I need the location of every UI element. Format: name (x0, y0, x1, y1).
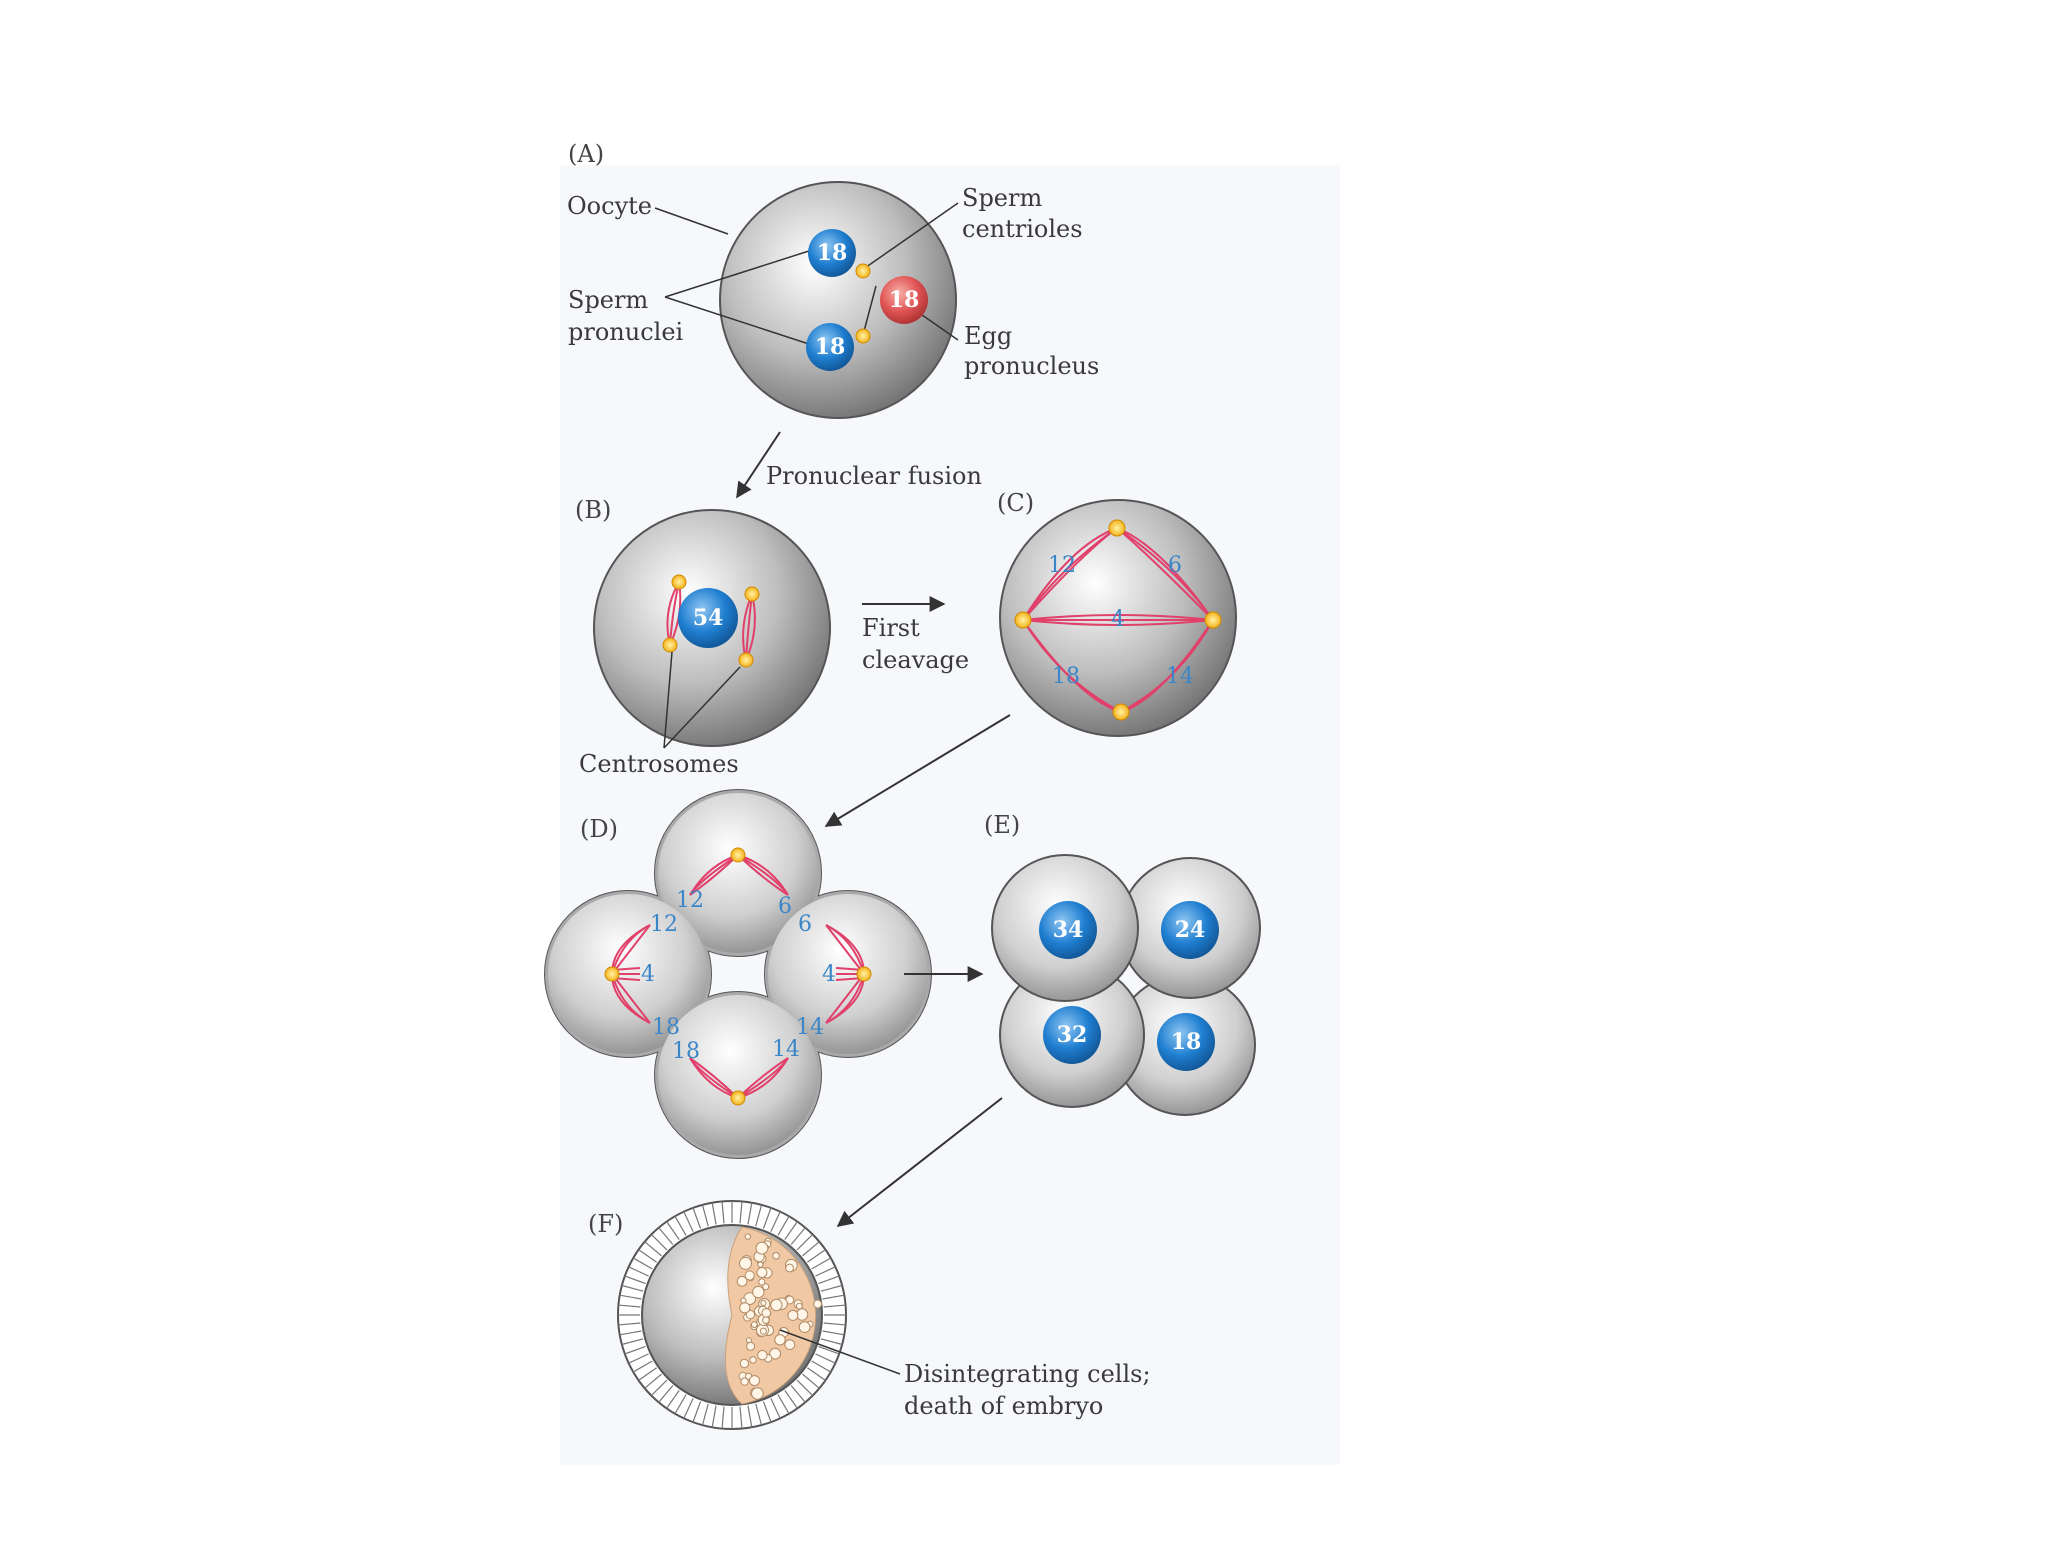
lobe-count-14b: 14 (772, 1037, 800, 1062)
debris-particle (745, 1271, 754, 1280)
blastomere-count-24: 24 (1175, 917, 1206, 943)
disintegration-caption-line1: Disintegrating cells; (904, 1360, 1151, 1388)
blastomere-count-32: 32 (1057, 1022, 1088, 1048)
spindle-count-12: 12 (1048, 553, 1076, 578)
pole-right (1205, 612, 1221, 628)
debris-particle (753, 1286, 764, 1297)
pole-left (1015, 612, 1031, 628)
debris-particle (788, 1310, 798, 1320)
panel-a-label: (A) (568, 140, 604, 168)
spindle-count-4: 4 (1111, 607, 1125, 632)
centrosome-1 (672, 575, 686, 589)
pole-bottom (1113, 704, 1129, 720)
egg-pronucleus-count: 18 (889, 287, 920, 313)
lobe-count-4a: 4 (641, 962, 655, 987)
lobe-pole-right (857, 967, 871, 981)
pole-top (1109, 520, 1125, 536)
lobe-pole-top (731, 848, 745, 862)
sperm-pronucleus-1-count: 18 (817, 240, 848, 266)
debris-particle (773, 1253, 780, 1260)
pronuclear-fusion-label: Pronuclear fusion (766, 462, 982, 490)
panel-f-label: (F) (588, 1210, 623, 1238)
debris-particle (760, 1328, 766, 1334)
debris-particle (740, 1257, 752, 1269)
debris-particle (814, 1300, 822, 1308)
egg-pronucleus-label-line1: Egg (964, 322, 1012, 350)
lobe-pole-left (605, 967, 619, 981)
debris-particle (751, 1322, 757, 1328)
panel-b-label: (B) (575, 496, 611, 524)
panel-c-label: (C) (997, 489, 1034, 517)
panel-d-label: (D) (580, 815, 618, 843)
zygote-nucleus-count: 54 (693, 605, 724, 631)
debris-particle (756, 1242, 768, 1254)
debris-particle (752, 1388, 764, 1400)
lobe-count-12b: 12 (650, 912, 678, 937)
lobe-count-12a: 12 (676, 888, 704, 913)
sperm-pronuclei-label-line2: pronuclei (568, 318, 684, 346)
debris-particle (745, 1234, 750, 1239)
debris-particle (759, 1279, 765, 1285)
sperm-centriole-2 (856, 329, 870, 343)
debris-particle (757, 1268, 767, 1278)
debris-particle (763, 1317, 770, 1324)
debris-particle (775, 1335, 785, 1345)
debris-particle (796, 1303, 802, 1309)
sperm-pronuclei-label-line1: Sperm (568, 286, 648, 314)
lobe-pole-bottom (731, 1091, 745, 1105)
lobe-count-18a: 18 (652, 1015, 680, 1040)
debris-particle (785, 1340, 795, 1350)
sperm-centriole-1 (856, 264, 870, 278)
debris-particle (741, 1378, 748, 1385)
lobe-count-14a: 14 (796, 1015, 824, 1040)
debris-particle (740, 1359, 748, 1367)
lobe-count-4b: 4 (822, 962, 836, 987)
disintegration-caption-line2: death of embryo (904, 1392, 1103, 1420)
centrosome-4 (739, 653, 753, 667)
blastomere-count-18: 18 (1171, 1029, 1202, 1055)
centrosome-3 (745, 587, 759, 601)
sperm-pronucleus-2-count: 18 (815, 334, 846, 360)
panel-e-label: (E) (984, 811, 1020, 839)
first-cleavage-line2: cleavage (862, 646, 969, 674)
debris-particle (761, 1300, 766, 1305)
lobe-count-6a: 6 (778, 894, 792, 919)
oocyte-label: Oocyte (567, 192, 652, 220)
centrosome-2 (663, 638, 677, 652)
debris-particle (758, 1351, 767, 1360)
spindle-count-6: 6 (1168, 553, 1182, 578)
debris-particle (771, 1299, 782, 1310)
debris-particle (750, 1376, 760, 1386)
debris-particle (750, 1357, 756, 1363)
spindle-count-14: 14 (1166, 664, 1194, 689)
egg-pronucleus-label-line2: pronucleus (964, 352, 1099, 380)
debris-particle (762, 1309, 771, 1318)
blastomere-count-34: 34 (1053, 917, 1084, 943)
lobe-count-18b: 18 (672, 1039, 700, 1064)
debris-particle (758, 1262, 763, 1267)
debris-particle (747, 1342, 755, 1350)
debris-particle (799, 1322, 810, 1333)
spindle-count-18: 18 (1052, 664, 1080, 689)
first-cleavage-line1: First (862, 614, 920, 642)
sperm-centrioles-label-line2: centrioles (962, 215, 1083, 243)
debris-particle (786, 1264, 794, 1272)
centrosomes-label: Centrosomes (579, 750, 739, 778)
sperm-centrioles-label-line1: Sperm (962, 184, 1042, 212)
debris-particle (740, 1303, 750, 1313)
lobe-count-6b: 6 (798, 912, 812, 937)
